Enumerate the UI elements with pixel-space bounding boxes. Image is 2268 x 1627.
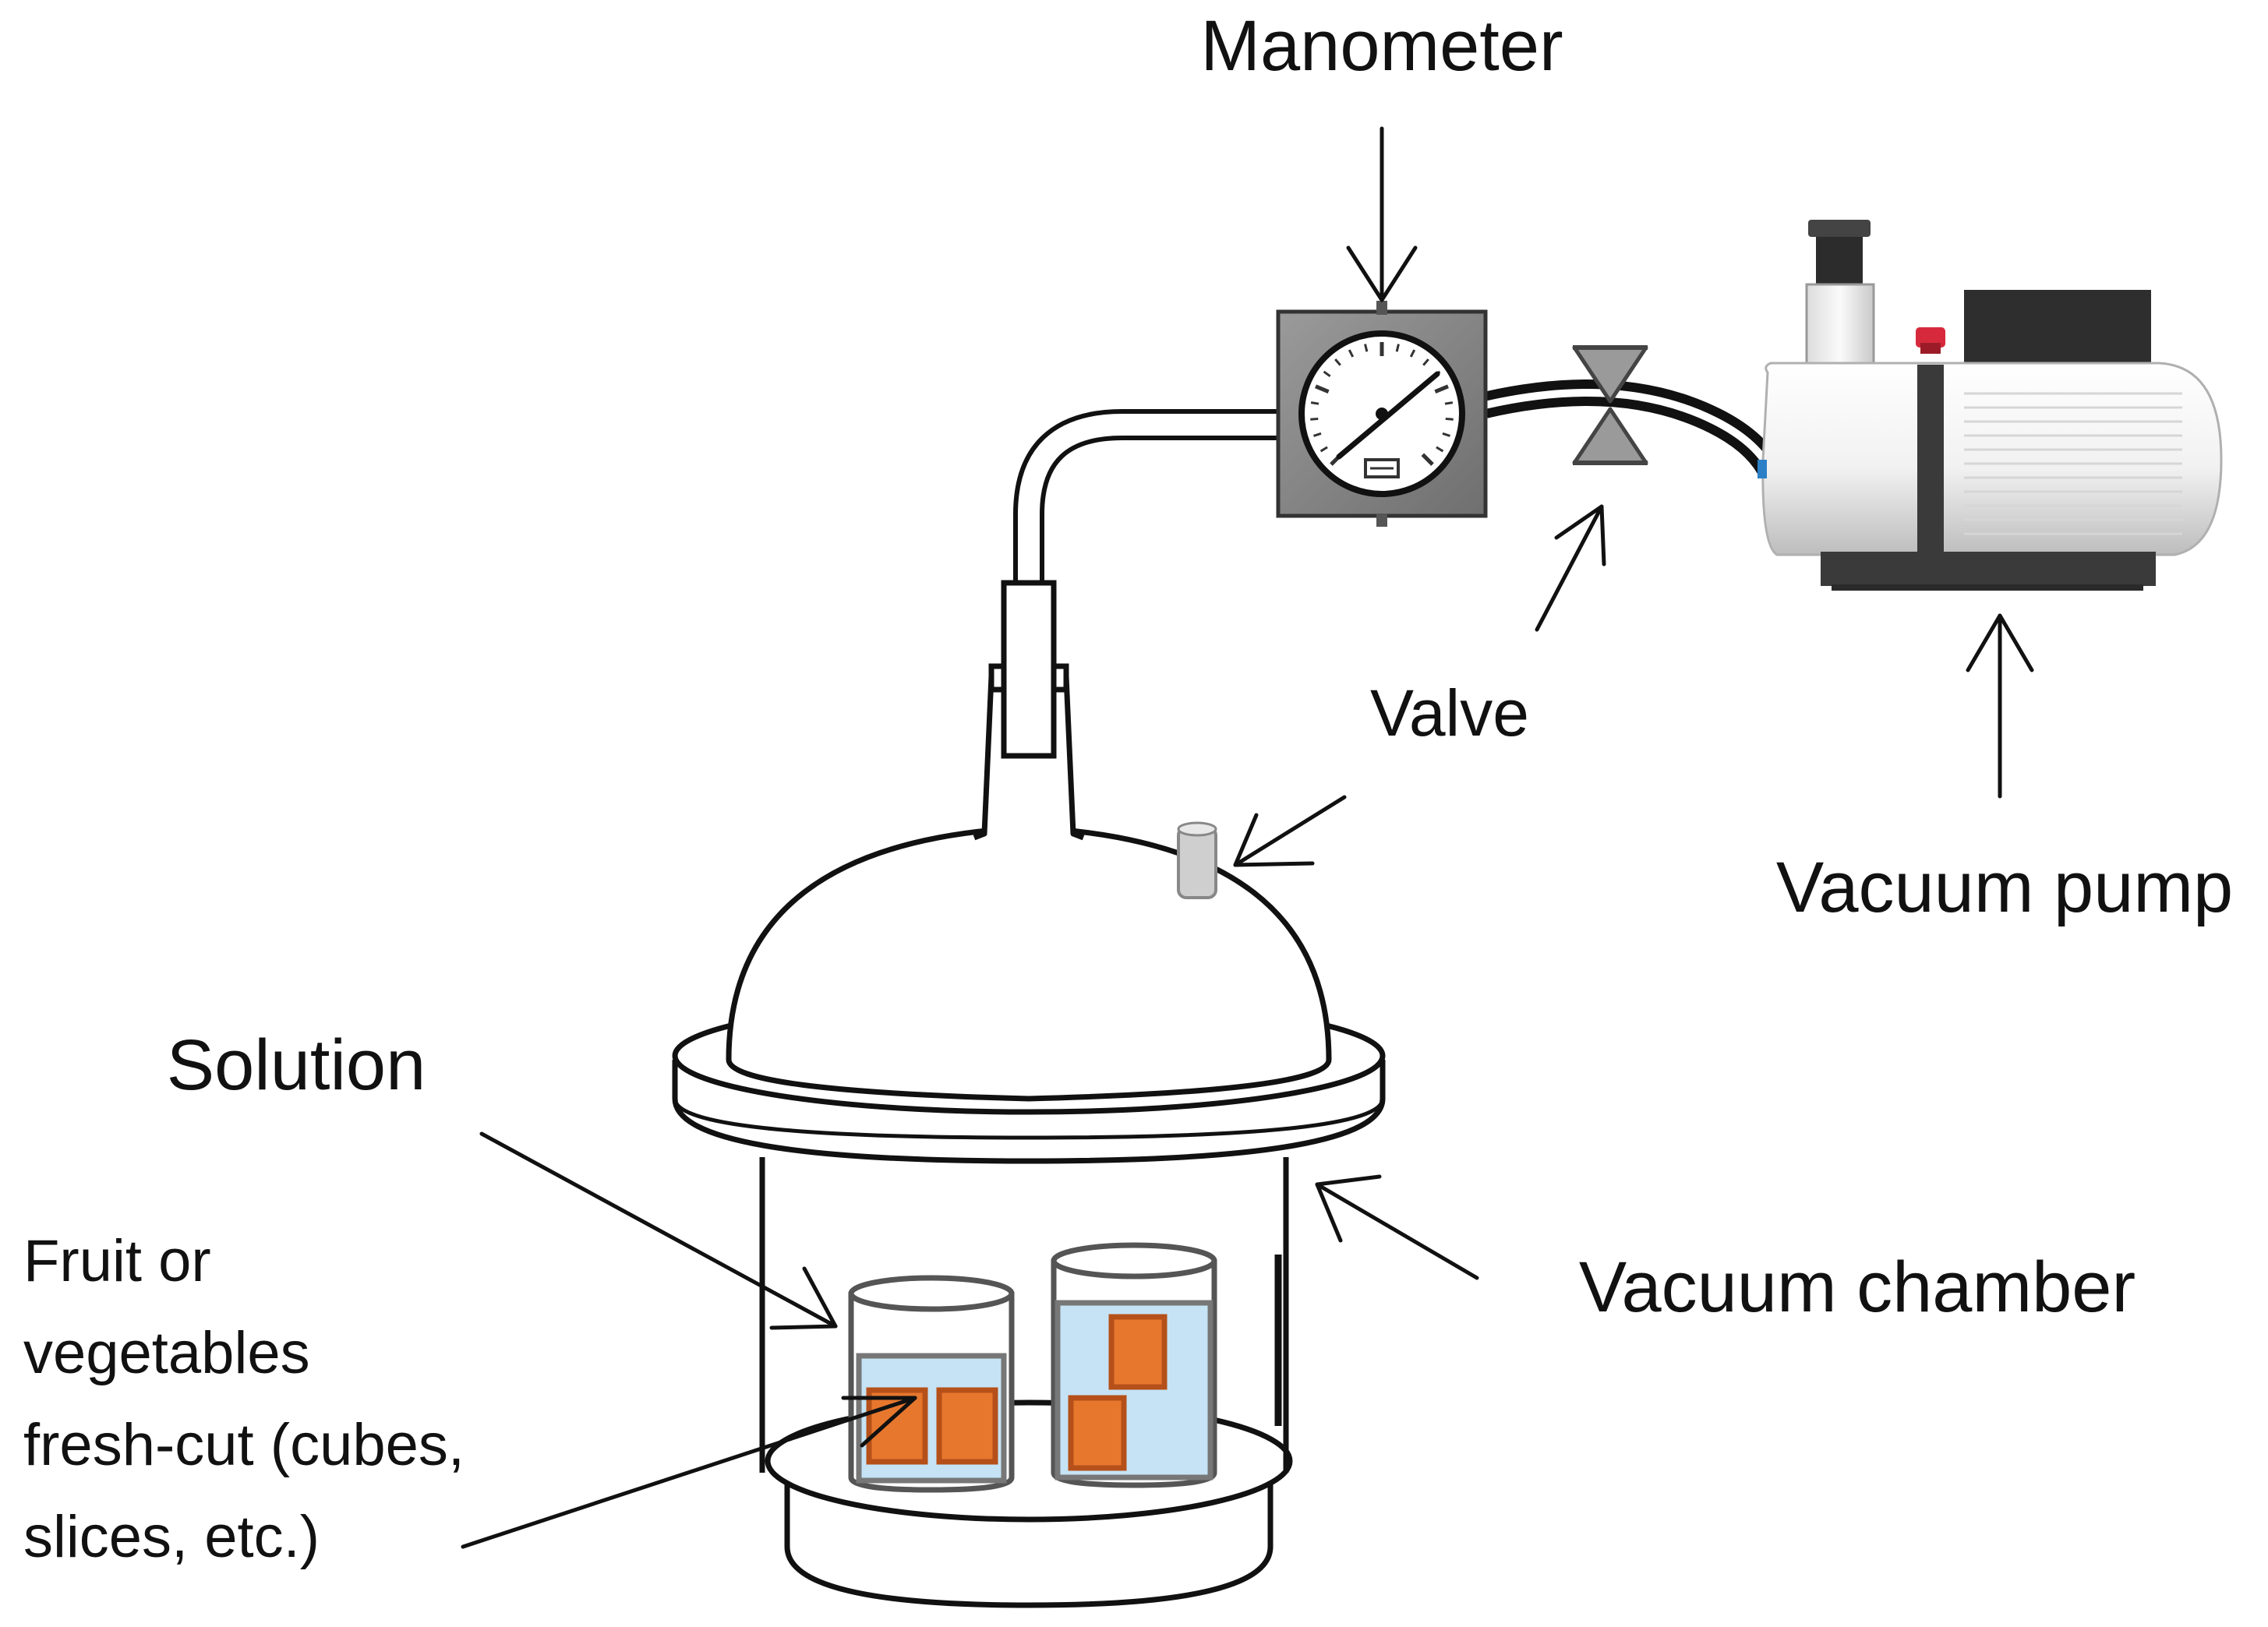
gauge-tick (1395, 344, 1400, 352)
label-solution: Solution (167, 1025, 426, 1105)
beaker-left (848, 1275, 1015, 1493)
gauge-tick (1364, 344, 1369, 352)
gauge-tick (1348, 349, 1355, 358)
gauge-tick (1436, 446, 1444, 453)
gauge-tick (1422, 358, 1429, 366)
label-fruit-line-2: vegetables (23, 1320, 310, 1386)
gauge-tick (1315, 384, 1330, 394)
vacuum-pump-icon (1758, 220, 2223, 591)
label-fruit-line-1: Fruit or (23, 1228, 211, 1294)
pump-ribs (1964, 392, 2182, 535)
gauge-tick (1444, 401, 1454, 405)
leader-arrows (461, 126, 2034, 1549)
gauge-tick (1323, 370, 1331, 378)
beaker-right (1051, 1242, 1217, 1488)
gauge-tick (1409, 349, 1416, 358)
label-vacuum-chamber: Vacuum chamber (1579, 1248, 2136, 1327)
gauge-tick (1313, 432, 1322, 437)
gauge-tick (1421, 453, 1434, 466)
label-manometer: Manometer (1200, 6, 1563, 86)
gauge-tick (1310, 417, 1319, 421)
label-fruit-line-4: slices, etc.) (23, 1504, 320, 1570)
gauge-tick (1310, 401, 1319, 405)
label-vacuum-pump: Vacuum pump (1776, 848, 2233, 927)
manometer-gauge-icon (1276, 301, 1488, 527)
release-valve-icon[interactable] (1177, 821, 1217, 899)
gauge-tick (1334, 358, 1341, 366)
gauge-tick (1434, 384, 1449, 394)
gauge-tick (1445, 417, 1454, 421)
gauge-ticks (1310, 342, 1454, 466)
valve-icon[interactable] (1572, 345, 1648, 465)
label-valve: Valve (1370, 676, 1529, 750)
vacuum-chamber (672, 580, 1386, 1608)
gauge-tick (1442, 432, 1450, 437)
tubing (1013, 379, 1781, 600)
label-fruit-line-3: fresh-cut (cubes, (23, 1412, 465, 1478)
gauge-tick (1319, 446, 1328, 453)
